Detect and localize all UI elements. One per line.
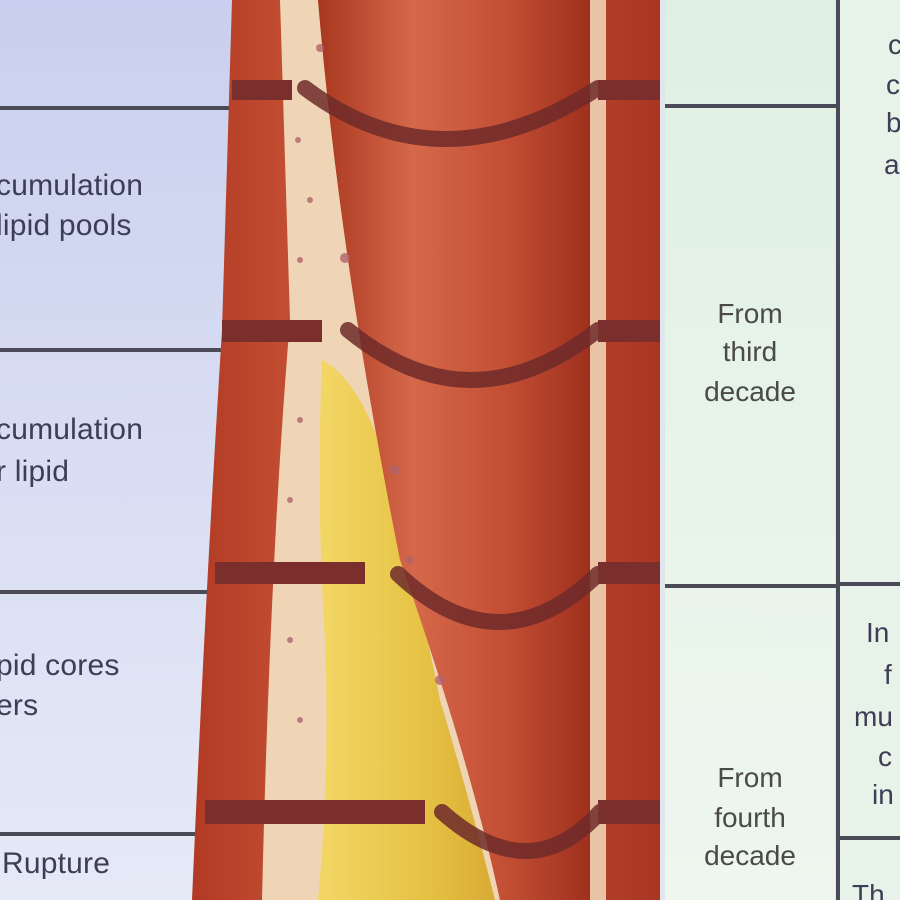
row-divider — [0, 832, 232, 836]
growth-mechanism-column — [840, 0, 900, 900]
label-core-of-lipid: cumulation r lipid — [0, 352, 232, 592]
lipid-pools-line-2: lipid pools — [0, 209, 132, 242]
wall-joint — [598, 320, 660, 342]
right-fragment-2-line-3: mu — [854, 701, 893, 732]
foam-cell-dot — [287, 497, 293, 503]
foam-cell-dot — [297, 417, 303, 423]
artery-ring — [434, 804, 608, 859]
foam-cell-dot — [406, 556, 414, 564]
row-divider — [0, 106, 232, 110]
label-rupture: Rupture — [0, 836, 232, 900]
lipid-core — [318, 360, 495, 900]
right-fragment-1-line-4: a — [884, 149, 900, 180]
foam-cell-dot — [390, 465, 400, 475]
label-lipid-pools: cumulation lipid pools — [0, 110, 232, 350]
age-third-decade-line-3: decade — [704, 376, 796, 407]
label-lipid-cores-layers: pid cores ers — [0, 594, 232, 834]
core-of-lipid-line-1: cumulation — [0, 413, 144, 446]
foam-cell-dot — [340, 253, 350, 263]
age-fourth-decade-line-2: fourth — [714, 802, 786, 833]
age-row-divider — [665, 584, 837, 588]
right-row-divider — [836, 582, 900, 586]
age-fourth-decade-line-3: decade — [704, 840, 796, 871]
lesion-description-column — [0, 0, 232, 900]
artery-ring — [297, 80, 606, 147]
artery-ring — [340, 322, 606, 388]
artery-ring — [390, 566, 606, 630]
foam-cell-dot — [435, 675, 445, 685]
age-third-decade-line-2: third — [722, 336, 778, 367]
right-fragment-1-line-1: c — [888, 29, 900, 60]
right-fragment-2-line-1: In — [866, 617, 890, 648]
wall-joint — [598, 800, 660, 824]
intima-layer — [262, 0, 500, 900]
wall-joint — [598, 80, 660, 100]
core-of-lipid-line-2: r lipid — [0, 455, 70, 488]
lipid-cores-line-1: pid cores — [0, 649, 120, 682]
right-row-divider — [836, 836, 900, 840]
right-fragment-3-line-1: Th — [852, 879, 885, 900]
rupture-line: Rupture — [2, 847, 111, 880]
artery-lumen — [318, 0, 590, 900]
right-fragment-2-line-4: c — [878, 741, 892, 772]
wall-joint — [232, 80, 292, 100]
column-divider — [836, 0, 840, 900]
wall-joint — [205, 800, 425, 824]
row-divider — [0, 348, 232, 352]
right-fragment-2-line-2: f — [884, 659, 892, 690]
foam-cell-dot — [297, 257, 303, 263]
age-third-decade-line-1: From — [717, 298, 783, 329]
foam-cell-dot — [297, 717, 303, 723]
age-row-divider — [665, 104, 837, 108]
wall-joint — [215, 562, 365, 584]
lipid-cores-line-2: ers — [0, 689, 39, 722]
foam-cell-dot — [295, 137, 301, 143]
wall-joint — [222, 320, 322, 342]
row-divider — [0, 590, 232, 594]
lipid-pools-line-1: cumulation — [0, 169, 144, 202]
wall-joint — [598, 562, 660, 584]
foam-cell-dot — [316, 44, 324, 52]
age-of-onset-column — [665, 0, 835, 900]
foam-cell-dot — [287, 637, 293, 643]
age-fourth-decade-line-1: From — [717, 762, 783, 793]
right-fragment-2-line-5: in — [872, 779, 894, 810]
right-intima-strip — [590, 0, 606, 900]
right-fragment-1-line-2: c — [886, 69, 900, 100]
foam-cell-dot — [307, 197, 313, 203]
right-fragment-1-line-3: b — [886, 107, 900, 138]
